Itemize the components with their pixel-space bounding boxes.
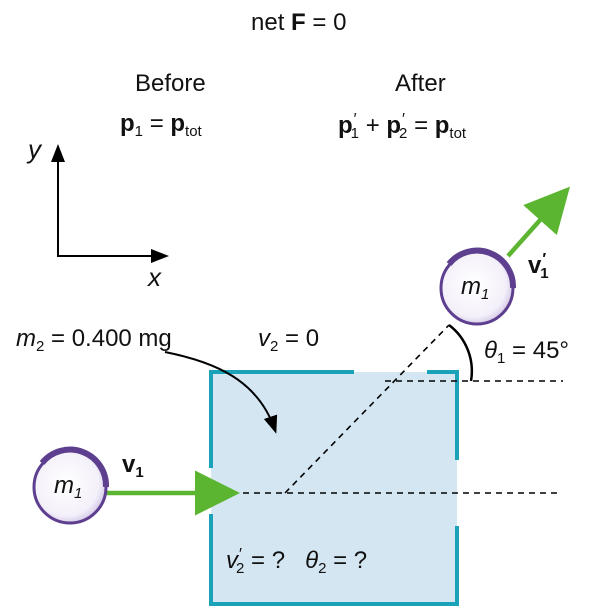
before-equation: p1 = ptot <box>120 110 202 140</box>
after-equation: p′1 + p′2 = ptot <box>338 111 467 142</box>
after-title: After <box>395 70 446 97</box>
net-force-label: net F = 0 <box>251 9 347 36</box>
velocity-after-label: v′1 <box>528 251 549 282</box>
angle-label: θ1 = 45° <box>484 337 570 367</box>
unknowns-label: v′2 = ? θ2 = ? <box>226 546 368 577</box>
ball-before <box>32 446 110 525</box>
coordinate-axes <box>51 144 169 263</box>
mass1-after-label: m1 <box>461 273 490 303</box>
angle-arc <box>448 324 474 382</box>
target-mass-label: m2 = 0.400 mg <box>16 325 172 355</box>
mass1-before-label: m1 <box>54 472 83 502</box>
target-velocity-label: v2 = 0 <box>258 325 320 355</box>
trajectory-lines <box>232 324 563 494</box>
target-region <box>211 372 457 604</box>
before-title: Before <box>135 70 206 97</box>
velocity-after-arrow <box>506 186 570 258</box>
ball-after <box>439 247 517 326</box>
target-box-border <box>209 370 459 606</box>
y-axis-label: y <box>28 134 41 164</box>
x-axis-label: x <box>148 262 161 292</box>
pointer-arrow <box>164 351 278 434</box>
velocity-before-label: v1 <box>122 451 144 481</box>
